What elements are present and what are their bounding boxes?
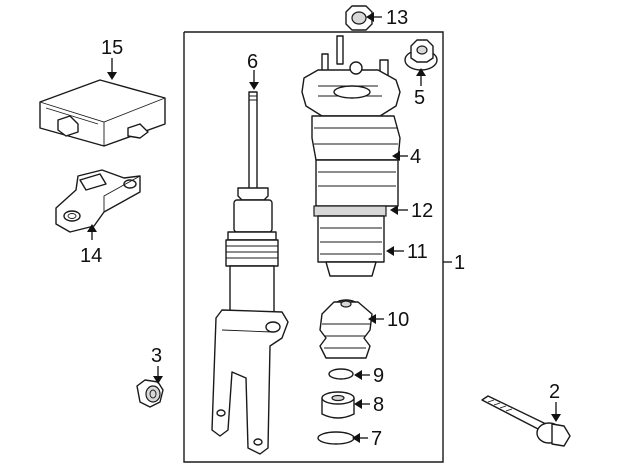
callout-15: 15 <box>101 37 123 59</box>
callout-13: 13 <box>386 7 408 29</box>
callout-12: 12 <box>411 200 433 222</box>
callout-5: 5 <box>414 87 425 109</box>
callout-1: 1 <box>454 252 465 274</box>
o-ring-small-part <box>328 368 354 380</box>
bump-stop-part <box>319 299 373 359</box>
callout-2: 2 <box>549 381 560 403</box>
callout-14: 14 <box>80 245 102 267</box>
leader-lines <box>87 12 561 443</box>
bolt-part <box>481 395 571 447</box>
o-ring-large-part <box>317 431 355 445</box>
assembly-frame <box>183 31 452 463</box>
callout-4: 4 <box>410 146 421 168</box>
bushing-part <box>321 391 355 419</box>
callout-6: 6 <box>247 51 258 73</box>
callout-9: 9 <box>373 365 384 387</box>
top-nut-part <box>345 5 373 31</box>
callout-7: 7 <box>371 428 382 450</box>
bracket-part <box>55 169 141 233</box>
callout-8: 8 <box>373 394 384 416</box>
shock-absorber-part <box>211 91 289 455</box>
air-spring-part <box>301 35 401 277</box>
flange-nut-part <box>404 39 438 71</box>
callout-10: 10 <box>387 309 409 331</box>
callout-11: 11 <box>407 241 428 263</box>
callout-3: 3 <box>151 345 162 367</box>
control-module-part <box>39 79 166 147</box>
nut-part <box>136 379 164 408</box>
